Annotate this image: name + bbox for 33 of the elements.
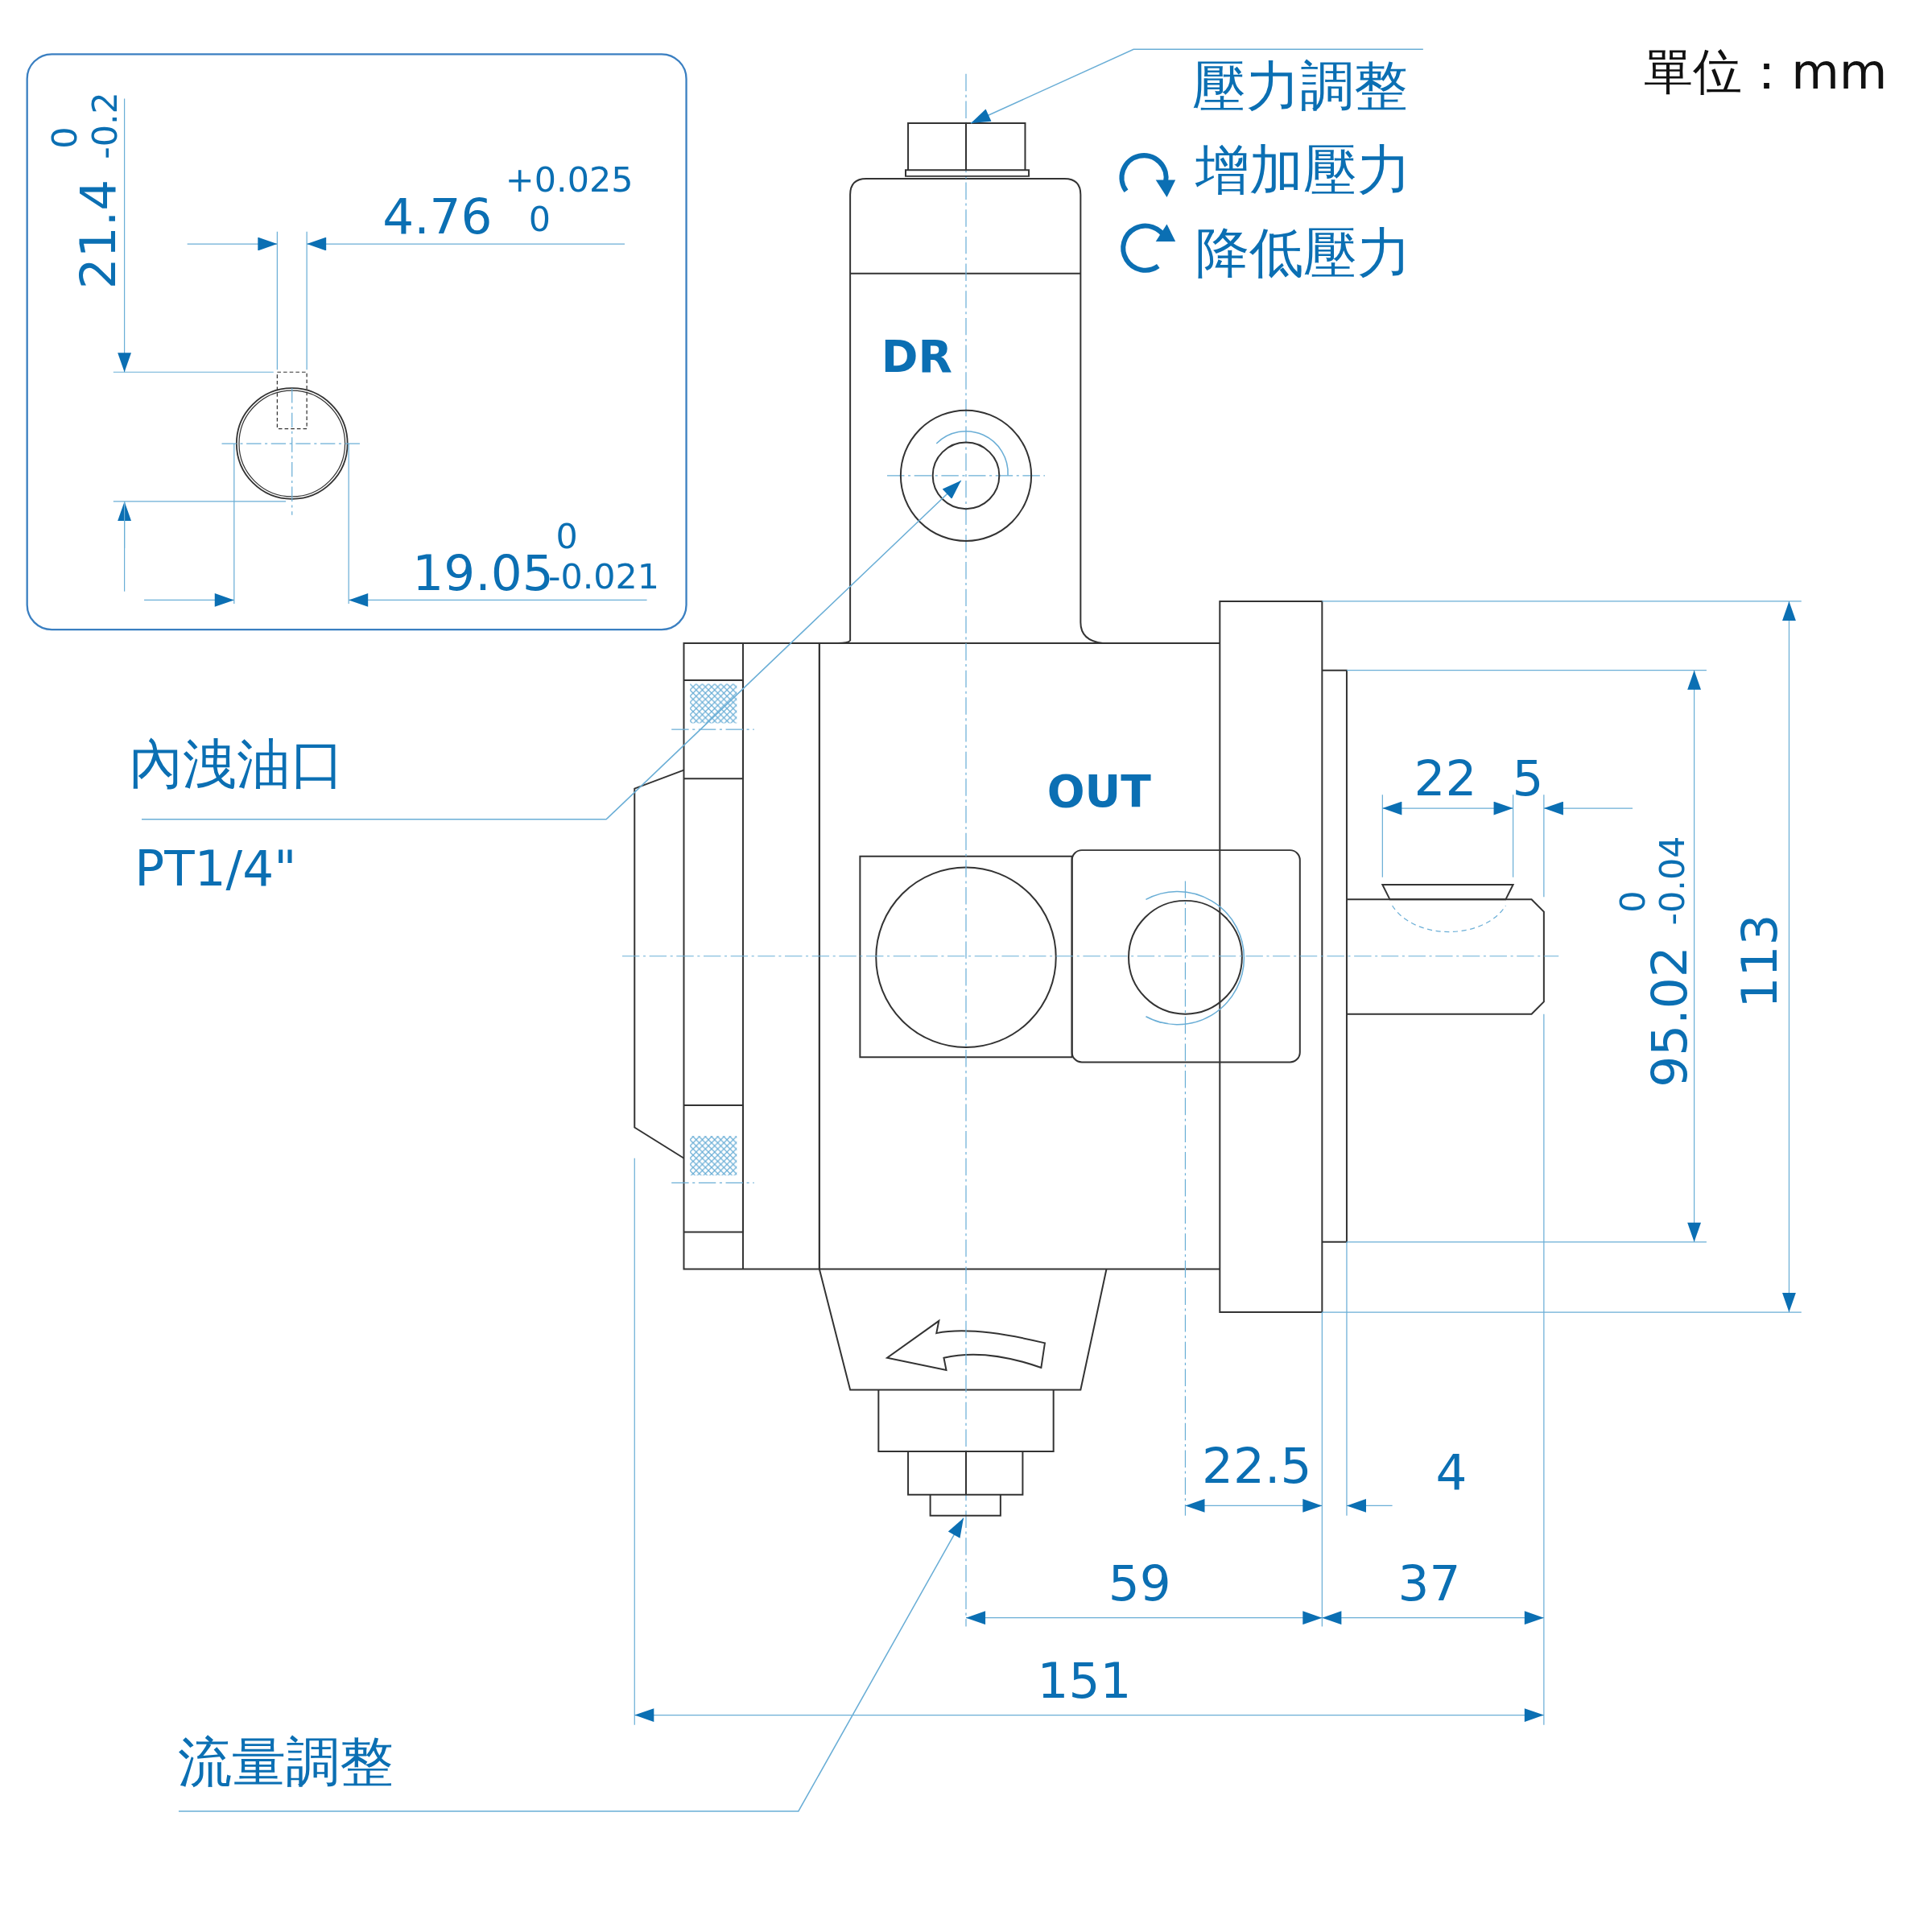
callout-label: 流量調整 [178,1735,394,1790]
tolerance-value: 0 [47,126,81,150]
dimension-value: 4 [1435,1447,1468,1497]
callout-label: 壓力調整 [1191,59,1408,114]
dimension-value: 21.4 [73,179,124,289]
port-hole [899,409,1033,542]
tolerance-value: 0 [1615,890,1650,914]
dimension-value: 113 [1735,914,1785,1009]
port-label: OUT [1046,770,1151,815]
dimension-value: 4.76 [382,192,493,242]
dimension-value: 95.02 [1645,946,1695,1088]
dimension-value: 5 [1512,753,1544,803]
port-label: DR [881,335,952,380]
callout-label: 內洩油口 [128,737,345,791]
adjusting-screw [905,122,1030,177]
tolerance-value: 0 [555,518,578,554]
callout-label: 降低壓力 [1195,225,1412,280]
dimension-value: 151 [1037,1656,1132,1706]
tolerance-value: -0.04 [1654,836,1690,926]
dimension-value: 22 [1414,753,1477,803]
leader-line [141,480,962,820]
tolerance-value: -0.2 [87,92,122,159]
adjusting-screw [907,1451,1024,1517]
unit-note: 單位：mm [1644,47,1888,97]
dimension-value: 59 [1108,1558,1171,1608]
port-size-label: PT1/4" [134,844,297,894]
leader-line [178,1517,964,1812]
tolerance-value: +0.025 [505,163,634,197]
callout-label: 增加壓力 [1195,142,1412,197]
leader-line [970,48,1424,124]
tolerance-value: 0 [528,202,551,237]
dimension-value: 22.5 [1202,1441,1312,1492]
dimension-value: 37 [1397,1558,1461,1608]
